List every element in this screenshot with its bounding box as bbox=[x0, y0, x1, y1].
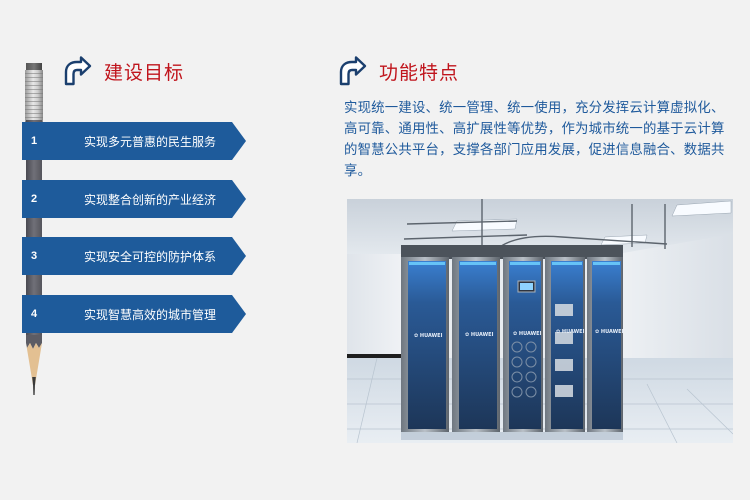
goal-banner-4[interactable]: 4 实现智慧高效的城市管理 bbox=[22, 295, 246, 333]
pencil-eraser-cap bbox=[26, 63, 42, 71]
pencil-ferrule bbox=[25, 70, 43, 122]
goal-number: 3 bbox=[31, 250, 38, 262]
goal-banner-3[interactable]: 3 实现安全可控的防护体系 bbox=[22, 237, 246, 275]
goal-number: 2 bbox=[31, 193, 38, 205]
goal-label: 实现安全可控的防护体系 bbox=[84, 249, 217, 264]
goal-label: 实现多元普惠的民生服务 bbox=[84, 134, 217, 149]
goal-banner-1[interactable]: 1 实现多元普惠的民生服务 bbox=[22, 122, 246, 160]
huawei-logo-2: ✿ HUAWEI bbox=[465, 332, 494, 338]
goal-label: 实现整合创新的产业经济 bbox=[84, 192, 217, 207]
huawei-logo-1: ✿ HUAWEI bbox=[414, 333, 443, 339]
server-room-image: ✿ HUAWEI ✿ HUAWEI ✿ HUAWEI ✿ HUAWEI ✿ HU… bbox=[347, 199, 733, 443]
goal-number: 1 bbox=[31, 135, 38, 147]
curved-arrow-right-icon bbox=[64, 56, 92, 86]
goal-number: 4 bbox=[31, 308, 38, 320]
goal-banner-2[interactable]: 2 实现整合创新的产业经济 bbox=[22, 180, 246, 218]
huawei-logo-5: ✿ HUAWEI bbox=[595, 329, 624, 335]
huawei-logo-3: ✿ HUAWEI bbox=[513, 331, 542, 337]
huawei-logo-4: ✿ HUAWEI bbox=[556, 329, 585, 335]
features-description: 实现统一建设、统一管理、统一使用，充分发挥云计算虚拟化、高可靠、通用性、高扩展性… bbox=[344, 101, 725, 179]
curved-arrow-right-icon bbox=[339, 56, 367, 86]
goals-title: 建设目标 bbox=[104, 61, 185, 84]
features-heading: 功能特点 bbox=[337, 56, 459, 86]
pencil-body bbox=[26, 120, 42, 340]
features-title: 功能特点 bbox=[379, 61, 460, 84]
server-room-photo: ✿ HUAWEI ✿ HUAWEI ✿ HUAWEI ✿ HUAWEI ✿ HU… bbox=[347, 199, 733, 443]
goal-label: 实现智慧高效的城市管理 bbox=[84, 307, 217, 322]
pencil-tip-icon bbox=[26, 335, 42, 395]
goals-heading: 建设目标 bbox=[62, 56, 184, 86]
